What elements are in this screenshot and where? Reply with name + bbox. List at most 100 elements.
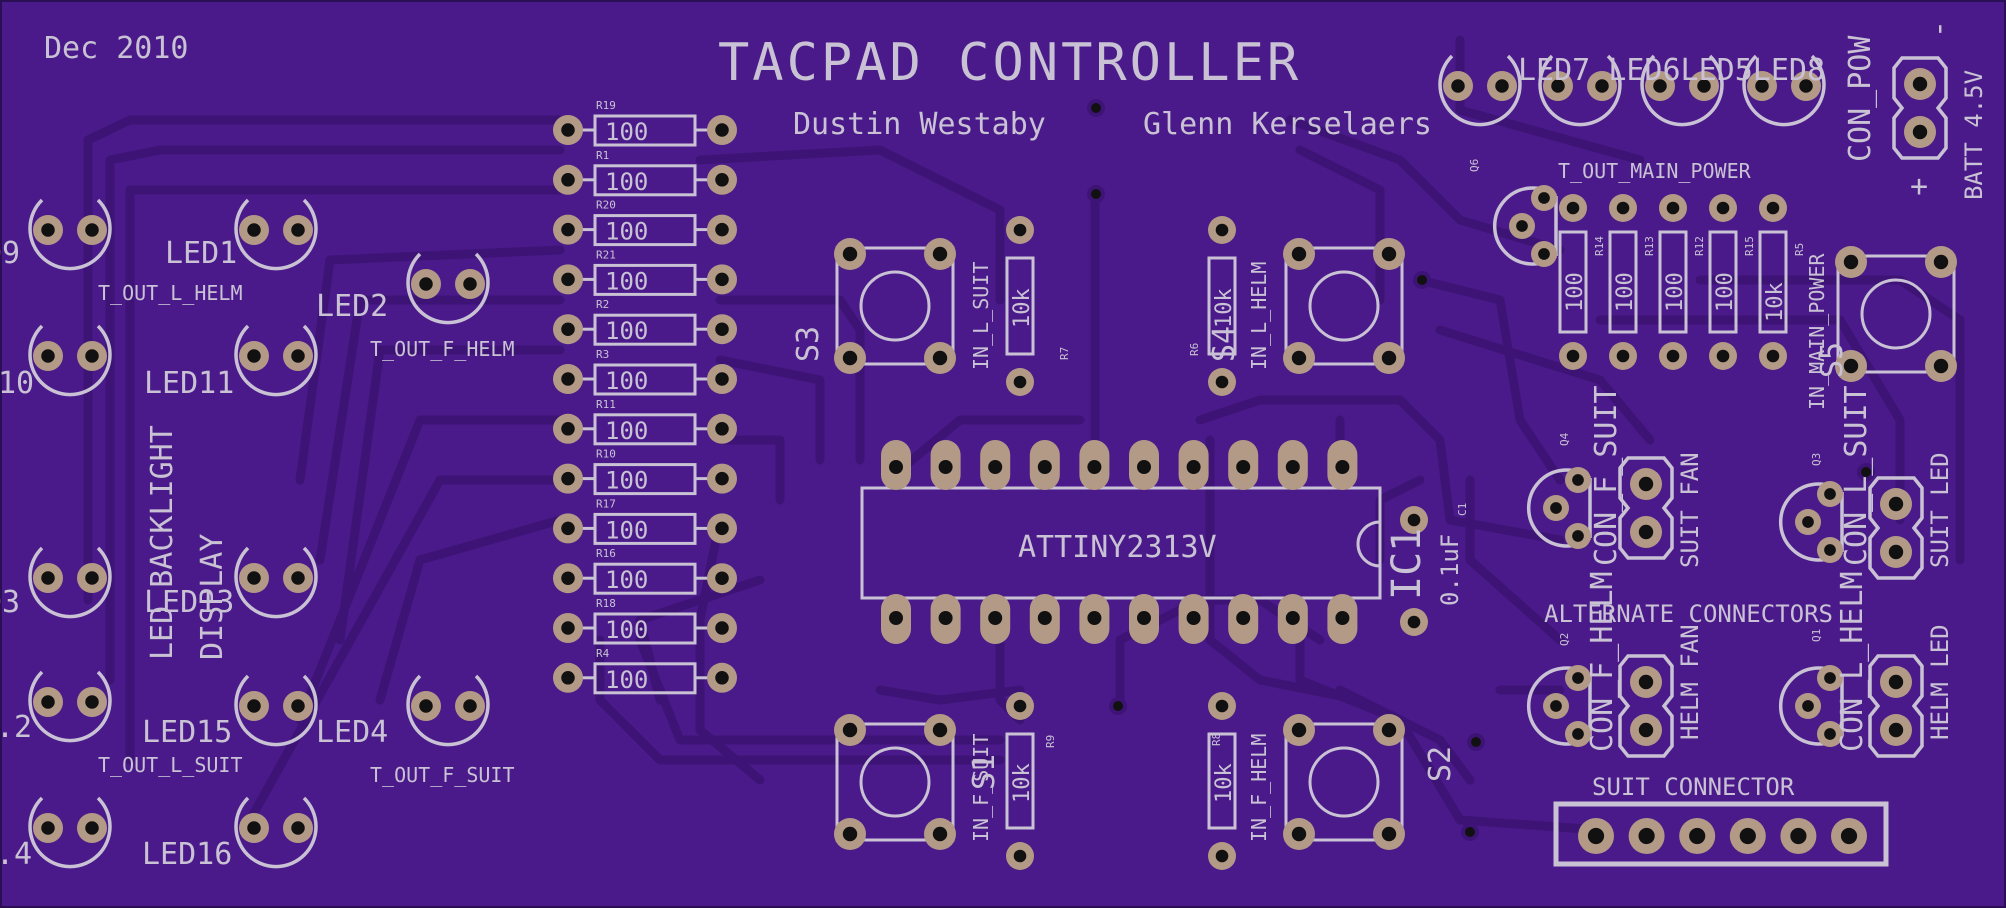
resistor-pad-drill (715, 471, 729, 486)
ic-pin-drill (988, 460, 1003, 474)
con-f-helm-pad-drill (1638, 722, 1654, 738)
led15-pad-drill (247, 699, 261, 713)
vres-value-label: 10k (1763, 282, 1788, 322)
vres-pad-drill (1716, 201, 1730, 215)
q1-pad-drill (1802, 700, 1814, 712)
suit-connector-pin-drill (1840, 827, 1858, 845)
resistor-ref-label: R1 (596, 149, 609, 162)
led2-pad-drill (419, 277, 433, 291)
s2-pad-drill (1381, 722, 1397, 738)
q4-pad-drill (1572, 530, 1584, 542)
r8-body (1207, 732, 1237, 830)
resistor-pad-drill (715, 222, 729, 237)
resistor-ref-label: R3 (596, 348, 609, 361)
trace (715, 355, 825, 465)
r6-pad-drill (1215, 375, 1229, 389)
s3-pad-drill (842, 246, 858, 262)
alternate-connectors-label: ALTERNATE CONNECTORS (1544, 600, 1833, 628)
trace (1455, 35, 1645, 165)
q6-outline (1492, 186, 1558, 266)
r9-pad-drill (1013, 849, 1027, 863)
q2-pad-drill (1550, 700, 1562, 712)
s1-button (859, 746, 931, 818)
resistor-ref-label: R10 (596, 448, 616, 461)
r6-body (1207, 256, 1237, 356)
q6-pad-drill (1516, 220, 1528, 232)
led13-pad-drill (247, 571, 261, 585)
ic-notch (1356, 520, 1381, 568)
ic-ref: IC1 (1384, 528, 1430, 600)
q3-pad-drill (1802, 516, 1814, 528)
top-led-2-outline (1640, 54, 1724, 127)
r9-pad-drill (1013, 699, 1027, 713)
resistor-ref-label: R16 (596, 547, 616, 560)
led4-pad-drill (463, 699, 477, 713)
q3-outline (1778, 482, 1844, 562)
resistor-pad-drill (561, 322, 575, 336)
via-drill (1113, 701, 1123, 711)
c1-pad-drill (1407, 513, 1421, 527)
trace (635, 575, 765, 705)
con-l-suit-pad-drill (1888, 544, 1904, 560)
con-l-helm-pad-drill (1888, 722, 1904, 738)
t-out-f-suit-label: T_OUT_F_SUIT (370, 763, 515, 787)
s3-outline (835, 246, 955, 366)
plus-label: + (1910, 169, 1928, 204)
top-led-1-pad-drill (1595, 79, 1609, 93)
trace (1435, 325, 1655, 445)
s1-pad-drill (842, 722, 858, 738)
vres-body (1608, 230, 1638, 334)
suit-connector-outline (1553, 801, 1889, 867)
led3-pad-drill (85, 571, 99, 585)
led14-label: .4 (0, 837, 32, 872)
via-drill (1091, 189, 1101, 199)
led1-pad-drill (247, 223, 261, 237)
r9-body (1005, 732, 1035, 830)
vres-ref-label: R12 (1693, 236, 1706, 256)
led10-pad-drill (85, 349, 99, 363)
trace (245, 475, 565, 825)
ic-pin-drill (889, 611, 903, 625)
led14-outline (28, 796, 112, 869)
led11-label: LED11 (144, 366, 234, 401)
resistor-pad-drill (715, 272, 729, 287)
trace (1465, 475, 1565, 645)
led4-pad-drill (419, 699, 433, 713)
r7-pad-drill (1013, 375, 1027, 389)
resistor-ref-label: R20 (596, 199, 616, 212)
led10-pad-drill (41, 349, 55, 363)
vres-pad-drill (1666, 349, 1680, 363)
resistor-value-label: 100 (605, 168, 648, 196)
resistor-value-label: 100 (605, 118, 648, 146)
resistor-value-label: 100 (605, 566, 648, 594)
s2-pad-drill (1291, 826, 1307, 842)
top-led-2-pad-drill (1697, 79, 1711, 93)
trace (895, 415, 1085, 475)
s4-pad-drill (1291, 350, 1307, 366)
s1-pad-drill (932, 826, 948, 842)
r6-pad-drill (1215, 223, 1229, 237)
q1-pad-drill (1824, 728, 1836, 740)
ic-pin-drill (1236, 611, 1251, 625)
s3-label: S3 (791, 326, 826, 362)
ic-pin-drill (1037, 611, 1052, 625)
led10-outline (28, 324, 112, 397)
led1-pad-drill (291, 223, 305, 237)
r9-value-label: 10k (1010, 763, 1035, 803)
s5-pad-drill (1843, 254, 1859, 270)
ic-pin-drill (1037, 460, 1052, 474)
resistor-pad-drill (715, 571, 729, 585)
resistor-pad-drill (715, 173, 729, 187)
led11-pad-drill (247, 349, 261, 363)
led14-pad-drill (85, 821, 99, 835)
trace (125, 185, 565, 765)
resistor-value-label: 100 (605, 616, 648, 644)
resistor-pad-drill (561, 671, 575, 685)
c1-ref: C1 (1456, 503, 1469, 516)
resistor-value-label: 100 (605, 267, 648, 295)
in-l-suit-label: IN_L_SUIT (969, 262, 993, 370)
resistor-value-label: 100 (605, 417, 648, 445)
s4-button (1308, 270, 1380, 342)
led16-pad-drill (247, 821, 261, 835)
q2-label: Q2 (1558, 633, 1571, 646)
